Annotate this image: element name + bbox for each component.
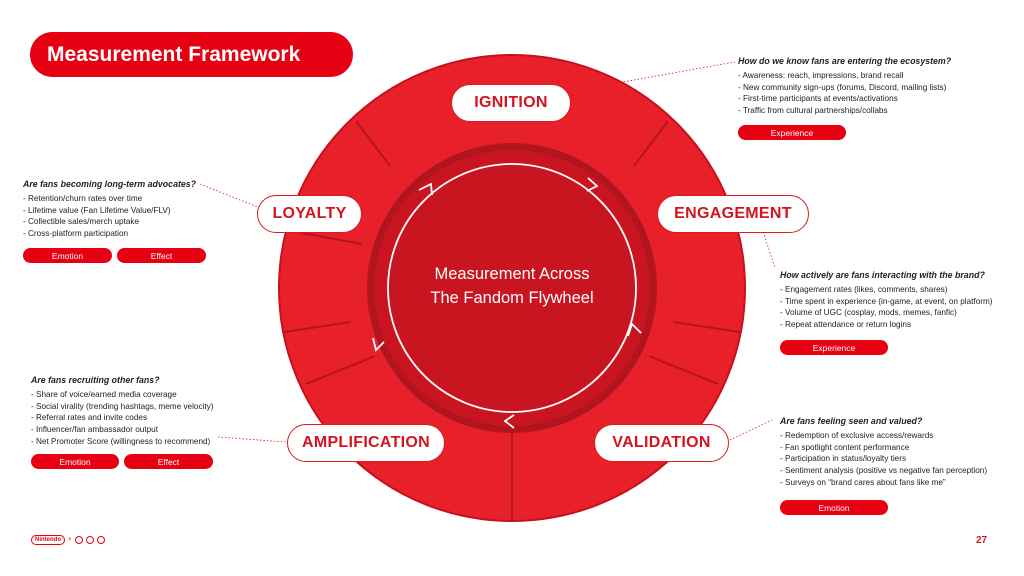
center-line-1: Measurement Across [434, 265, 590, 283]
list-item: - Awareness: reach, impressions, brand r… [738, 70, 904, 80]
list-item: - Traffic from cultural partnerships/col… [738, 106, 888, 116]
stage-validation: VALIDATION [594, 424, 729, 462]
tag-effect: Effect [124, 454, 213, 469]
list-item: - Participation in status/loyalty tiers [780, 454, 907, 464]
face-icon [85, 536, 94, 544]
list-item: - Lifetime value (Fan Lifetime Value/FLV… [23, 205, 171, 215]
validation-question: Are fans feeling seen and valued? [780, 416, 923, 426]
nintendo-logo: Nintendo [31, 535, 65, 545]
stage-engagement: ENGAGEMENT [657, 195, 809, 233]
list-item: - Engagement rates (likes, comments, sha… [780, 284, 948, 294]
list-item: - Influencer/fan ambassador output [31, 425, 158, 435]
list-item: - First-time participants at events/acti… [738, 94, 898, 104]
stage-loyalty: LOYALTY [257, 195, 362, 233]
tag-experience: Experience [738, 125, 846, 140]
amplification-metrics: Are fans recruiting other fans? - Share … [31, 375, 213, 448]
page-number: 27 [976, 535, 988, 546]
footer-logo: Nintendo × [31, 535, 105, 545]
tag-experience: Experience [780, 340, 888, 355]
ring-spokes [283, 120, 741, 521]
arrow-icon [418, 182, 433, 196]
amplification-question: Are fans recruiting other fans? [31, 375, 160, 385]
connector-amplification [217, 436, 287, 443]
arrow-icon [627, 322, 642, 337]
page-title: Measurement Framework [30, 32, 353, 77]
face-icon [74, 536, 83, 544]
list-item: - Net Promoter Score (willingness to rec… [31, 436, 211, 446]
list-item: - Cross-platform participation [23, 229, 129, 239]
center-label: Measurement Across The Fandom Flywheel [400, 262, 624, 310]
connector-ignition [571, 61, 736, 92]
list-item: - Sentiment analysis (positive vs negati… [780, 466, 988, 476]
list-item: - Repeat attendance or return logins [780, 320, 912, 330]
loyalty-metrics: Are fans becoming long-term advocates? -… [23, 179, 196, 240]
list-item: - Redemption of exclusive access/rewards [780, 430, 934, 440]
ignition-metrics: How do we know fans are entering the eco… [738, 56, 951, 117]
list-item: - Social virality (trending hashtags, me… [31, 401, 214, 411]
tag-emotion: Emotion [780, 500, 888, 515]
tag-emotion: Emotion [23, 248, 112, 263]
flow-circle [387, 163, 637, 413]
arrow-icon [503, 414, 515, 429]
connector-validation [729, 419, 773, 441]
list-item: - Volume of UGC (cosplay, mods, memes, f… [780, 308, 957, 318]
list-item: - Time spent in experience (in-game, at … [780, 296, 993, 306]
center-line-2: The Fandom Flywheel [430, 289, 594, 307]
engagement-question: How actively are fans interacting with t… [780, 270, 985, 280]
tag-effect: Effect [117, 248, 206, 263]
validation-metrics: Are fans feeling seen and valued? - Rede… [780, 416, 987, 489]
arrow-icon [372, 337, 385, 352]
list-item: - Fan spotlight content performance [780, 442, 910, 452]
ignition-question: How do we know fans are entering the eco… [738, 56, 952, 66]
list-item: - New community sign-ups (forums, Discor… [738, 82, 947, 92]
loyalty-question: Are fans becoming long-term advocates? [23, 179, 197, 189]
tag-emotion: Emotion [31, 454, 119, 469]
engagement-metrics: How actively are fans interacting with t… [780, 270, 993, 331]
list-item: - Retention/churn rates over time [23, 193, 143, 203]
arrow-icon [586, 177, 599, 192]
times-icon: × [68, 537, 72, 543]
list-item: - Collectible sales/merch uptake [23, 217, 140, 227]
face-icon [96, 536, 105, 544]
list-item: - Share of voice/earned media coverage [31, 389, 177, 399]
stage-ignition: IGNITION [451, 84, 571, 122]
list-item: - Referral rates and invite codes [31, 413, 148, 423]
inner-circle [374, 150, 650, 426]
stage-amplification: AMPLIFICATION [287, 424, 445, 462]
list-item: - Surveys on “brand cares about fans lik… [780, 477, 946, 487]
flow-arrows [372, 177, 642, 429]
